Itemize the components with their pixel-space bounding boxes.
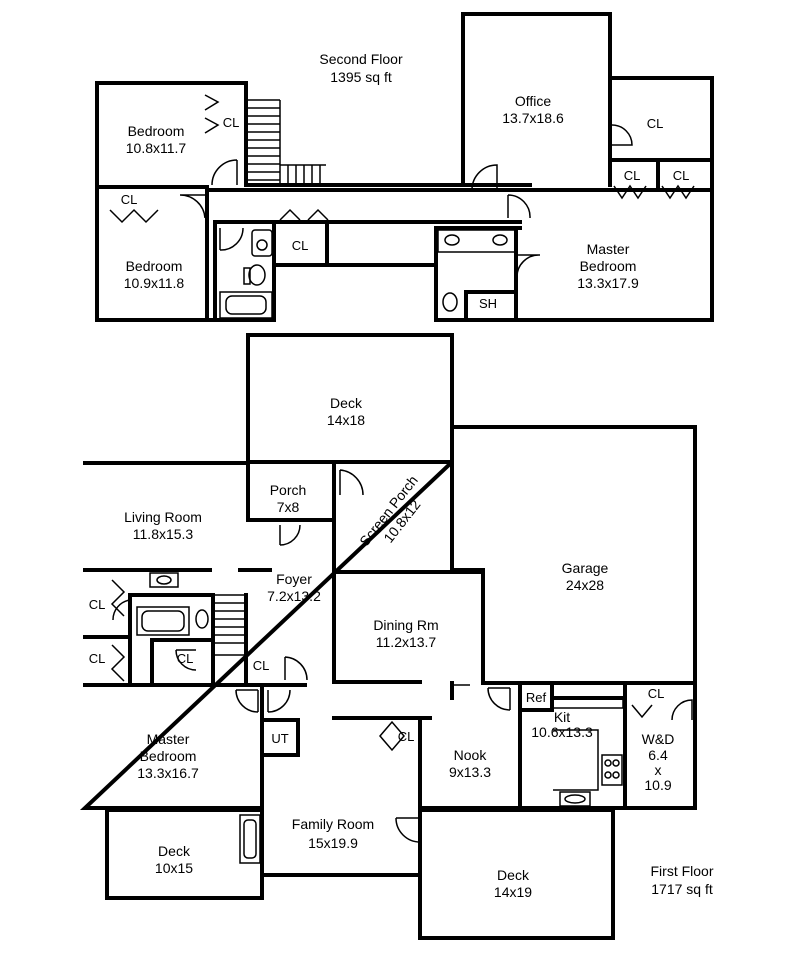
room-size-master-bedroom-lower: 13.3x16.7 (137, 765, 199, 781)
utility-label: UT (271, 731, 288, 746)
room-name2-master-bedroom-lower: Bedroom (140, 748, 197, 764)
first-floor-stairs (212, 594, 247, 656)
first-floor-fixtures (136, 572, 624, 864)
room-size-living-room: 11.8x15.3 (133, 526, 194, 542)
room-size-x-laundry: x (655, 762, 662, 778)
room-name-laundry: W&D (642, 731, 675, 747)
room-name-master-bedroom-lower: Master (147, 731, 190, 747)
room-size1-laundry: 6.4 (648, 747, 668, 763)
room-size-family-room: 15x19.9 (308, 835, 358, 851)
room-name-master-bedroom-upper: Master (587, 241, 630, 257)
second-floor-area: 1395 sq ft (330, 69, 392, 85)
room-size-garage: 24x28 (566, 577, 604, 593)
closet-label: CL (673, 168, 690, 183)
second-floor-closet-doors (109, 94, 695, 224)
first-floor-area: 1717 sq ft (651, 881, 713, 897)
second-floor-doors (179, 124, 633, 279)
second-floor-fixtures (219, 229, 517, 319)
room-name-bedroom-2: Bedroom (126, 258, 183, 274)
room-name-living-room: Living Room (124, 509, 202, 525)
room-name-office: Office (515, 93, 552, 109)
closet-label: CL (253, 658, 270, 673)
closet-label: CL (398, 729, 415, 744)
room-size-master-bedroom-upper: 13.3x17.9 (577, 275, 639, 291)
room-size-bedroom-1: 10.8x11.7 (126, 140, 187, 156)
closet-label: CL (648, 686, 665, 701)
closet-label: CL (624, 168, 641, 183)
closet-label: CL (292, 238, 309, 253)
room-size-deck-left: 10x15 (155, 860, 193, 876)
closet-label: CL (223, 115, 240, 130)
room-name-deck-top: Deck (330, 395, 363, 411)
first-floor-doors (112, 469, 693, 843)
closet-label: CL (89, 651, 106, 666)
shower-label: SH (479, 296, 497, 311)
screen-porch-labels: Screen Porch 10.8x12 (356, 472, 424, 549)
second-floor-title: Second Floor (319, 51, 403, 67)
closet-label: CL (647, 116, 664, 131)
room-name-dining: Dining Rm (373, 617, 438, 633)
first-floor-closet-doors (110, 579, 653, 752)
room-name-kitchen: Kit (554, 709, 570, 725)
room-size-office: 13.7x18.6 (502, 110, 564, 126)
room-size2-laundry: 10.9 (644, 777, 671, 793)
room-size-bedroom-2: 10.9x11.8 (124, 275, 185, 291)
room-name-family-room: Family Room (292, 816, 374, 832)
closet-label: CL (121, 192, 138, 207)
room-name-porch: Porch (270, 482, 307, 498)
room-name-foyer: Foyer (276, 571, 312, 587)
fridge-label: Ref (526, 690, 547, 705)
closet-label: CL (177, 651, 194, 666)
second-floor: Second Floor 1395 sq ft Bedroom 10.8x11.… (95, 12, 714, 322)
first-floor: Deck 14x18 Porch 7x8 Screen Porch 10.8x1… (79, 333, 714, 940)
first-floor-title: First Floor (651, 863, 714, 879)
room-name-nook: Nook (454, 747, 488, 763)
closet-label: CL (89, 597, 106, 612)
room-name-bedroom-1: Bedroom (128, 123, 185, 139)
room-size-kitchen: 10.6x13.3 (531, 724, 593, 740)
room-size-deck-bottom: 14x19 (494, 884, 532, 900)
room-size-nook: 9x13.3 (449, 764, 491, 780)
room-name-deck-bottom: Deck (497, 867, 530, 883)
second-floor-stairs (246, 99, 326, 185)
second-floor-walls (95, 12, 714, 322)
first-floor-walls (79, 333, 697, 940)
room-name2-master-bedroom-upper: Bedroom (580, 258, 637, 274)
room-name-garage: Garage (562, 560, 609, 576)
room-size-porch: 7x8 (277, 499, 300, 515)
room-size-foyer: 7.2x13.2 (267, 588, 321, 604)
room-size-deck-top: 14x18 (327, 412, 365, 428)
room-size-dining: 11.2x13.7 (376, 634, 437, 650)
room-name-deck-left: Deck (158, 843, 191, 859)
